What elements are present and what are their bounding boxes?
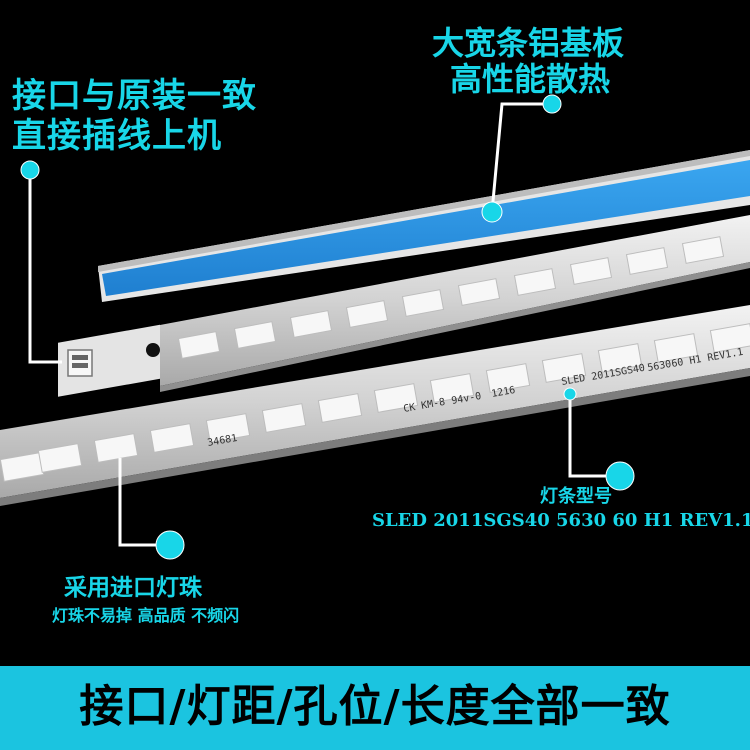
connector-callout-line1: 接口与原装一致 [12, 76, 257, 116]
back-strip [98, 150, 750, 302]
callout-dot [563, 387, 577, 401]
led-callout-subtitle: 灯珠不易掉 高品质 不频闪 [52, 606, 240, 625]
led-chip [177, 331, 221, 359]
led-chip [149, 423, 195, 453]
led-chip [513, 268, 557, 296]
strip-marking: H1 [689, 354, 703, 367]
model-callout-number: SLED 2011SGS40 5630 60 H1 REV1.1 [372, 510, 750, 531]
front-strip-body [0, 305, 750, 498]
callout-line-substrate [490, 102, 552, 213]
connector-pin [72, 355, 88, 360]
strip-marking: 5630 [647, 359, 673, 374]
led-chip [709, 323, 750, 353]
strip-marking: 94v-0 [451, 391, 483, 407]
led-chip [569, 257, 613, 285]
strip-marking: SLED [561, 373, 587, 388]
callout-dot [605, 461, 635, 491]
callout-dot [481, 201, 503, 223]
callout-line-led [118, 458, 170, 547]
led-chip [261, 403, 307, 433]
led-chip [457, 278, 501, 306]
model-callout-title: 灯条型号 [540, 486, 612, 507]
led-chip [93, 433, 139, 463]
led-chip [373, 383, 419, 413]
callout-line-connector [28, 170, 62, 364]
led-chip [681, 236, 725, 264]
front-strip-edge [0, 368, 750, 506]
bottom-banner-text: 接口/灯距/孔位/长度全部一致 [79, 681, 671, 732]
blue-thermal-tape [102, 160, 750, 296]
led-callout-title: 采用进口灯珠 [64, 575, 202, 601]
substrate-callout-line2: 高性能散热 [450, 60, 611, 98]
mounting-hole [146, 343, 160, 357]
connector-pad [58, 324, 160, 397]
led-chip [429, 373, 475, 403]
led-chip [37, 443, 83, 473]
led-chip [541, 353, 587, 383]
led-chip [597, 343, 643, 373]
led-chip [625, 247, 669, 275]
middle-strip-body [160, 215, 750, 386]
middle-strip-edge [160, 262, 750, 392]
led-chip [233, 321, 277, 349]
bottom-banner [0, 666, 750, 750]
callout-line-model [568, 394, 620, 478]
led-chip [345, 300, 389, 328]
strip-marking: 34681 [207, 433, 239, 449]
strip-marking: 60 [671, 357, 685, 370]
led-chip [205, 413, 251, 443]
middle-strip [58, 215, 750, 397]
led-chip [485, 363, 531, 393]
back-strip-top-lip [98, 150, 750, 272]
substrate-callout-line1: 大宽条铝基板 [432, 24, 625, 62]
led-chip [401, 289, 445, 317]
strip-marking: 1216 [491, 385, 517, 400]
led-chip [653, 333, 699, 363]
callout-dot [20, 160, 40, 180]
led-chip [289, 310, 333, 338]
callout-dot [155, 530, 185, 560]
led-chip [317, 393, 363, 423]
callout-dot [542, 94, 562, 114]
connector-pin [72, 363, 88, 368]
front-strip: 34681 CK KM-8 94v-0 1216 SLED 2011SGS40 … [0, 305, 750, 506]
connector-callout-line2: 直接插线上机 [12, 116, 222, 156]
